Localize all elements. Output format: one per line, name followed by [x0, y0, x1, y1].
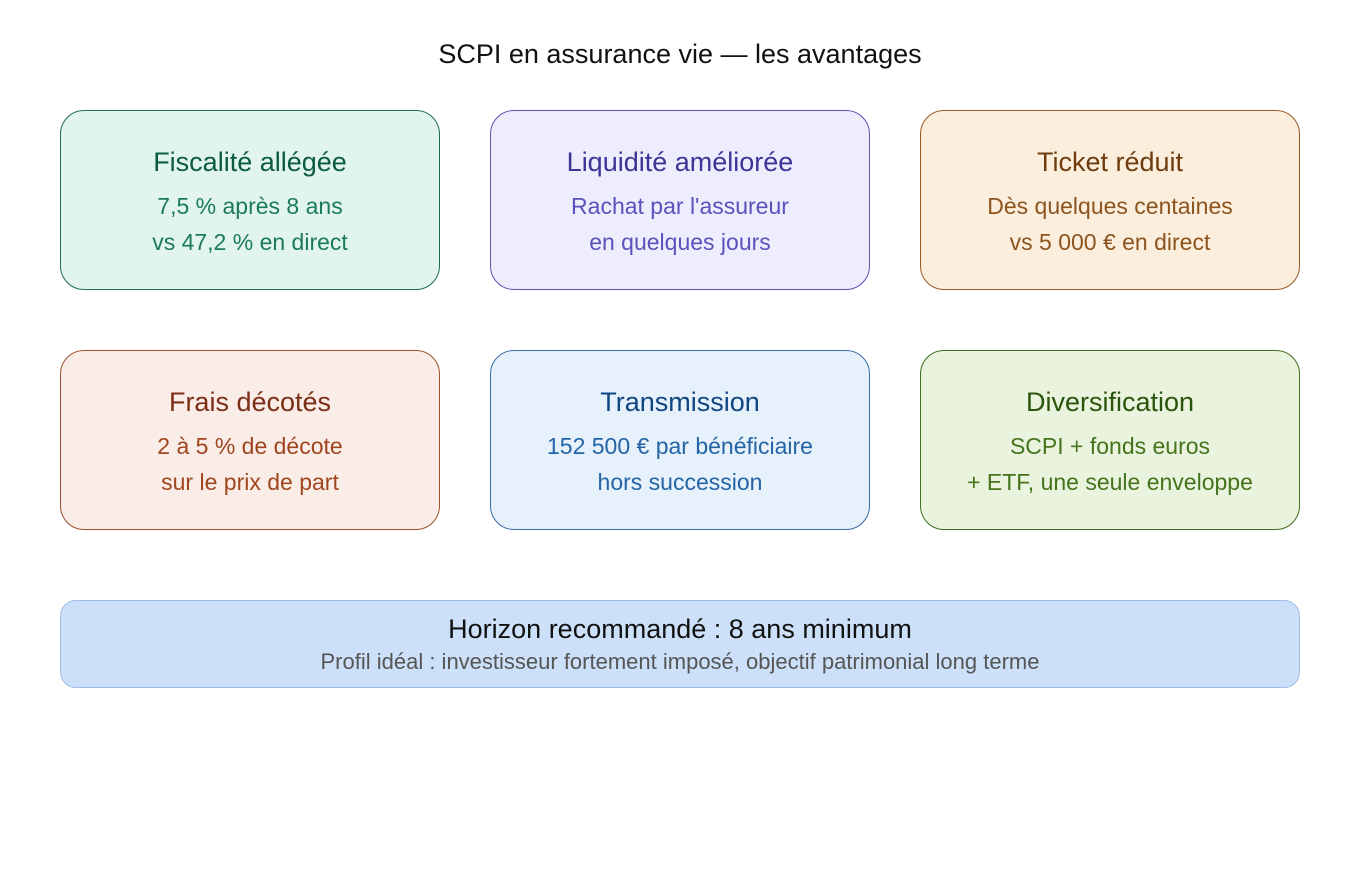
- card-fiscalite: Fiscalité allégée 7,5 % après 8 ans vs 4…: [60, 110, 440, 290]
- card-title: Diversification: [1025, 387, 1195, 417]
- card-title: Frais décotés: [168, 387, 332, 417]
- card-title: Ticket réduit: [1036, 147, 1184, 177]
- horizon-banner: Horizon recommandé : 8 ans minimum Profi…: [60, 600, 1300, 688]
- banner-subtitle: Profil idéal : investisseur fortement im…: [320, 649, 1040, 674]
- card-line-1: Dès quelques centaines: [987, 193, 1233, 219]
- page-title: SCPI en assurance vie — les avantages: [438, 39, 922, 69]
- card-diversification: Diversification SCPI + fonds euros + ETF…: [920, 350, 1300, 530]
- card-line-2: vs 47,2 % en direct: [152, 229, 348, 255]
- card-frais: Frais décotés 2 à 5 % de décote sur le p…: [60, 350, 440, 530]
- banner-title: Horizon recommandé : 8 ans minimum: [448, 614, 912, 644]
- card-line-2: + ETF, une seule enveloppe: [967, 469, 1253, 495]
- card-title: Transmission: [600, 387, 760, 417]
- card-line-2: hors succession: [597, 469, 763, 495]
- card-line-1: Rachat par l'assureur: [571, 193, 789, 219]
- card-liquidite: Liquidité améliorée Rachat par l'assureu…: [490, 110, 870, 290]
- card-line-2: sur le prix de part: [161, 469, 339, 495]
- card-transmission: Transmission 152 500 € par bénéficiaire …: [490, 350, 870, 530]
- card-line-2: en quelques jours: [589, 229, 771, 255]
- card-title: Fiscalité allégée: [153, 147, 347, 177]
- card-line-1: SCPI + fonds euros: [1009, 433, 1211, 459]
- card-line-2: vs 5 000 € en direct: [1009, 229, 1211, 255]
- card-line-1: 7,5 % après 8 ans: [157, 193, 343, 219]
- card-line-1: 152 500 € par bénéficiaire: [547, 433, 813, 459]
- card-line-1: 2 à 5 % de décote: [157, 433, 343, 459]
- card-ticket: Ticket réduit Dès quelques centaines vs …: [920, 110, 1300, 290]
- card-title: Liquidité améliorée: [566, 147, 794, 177]
